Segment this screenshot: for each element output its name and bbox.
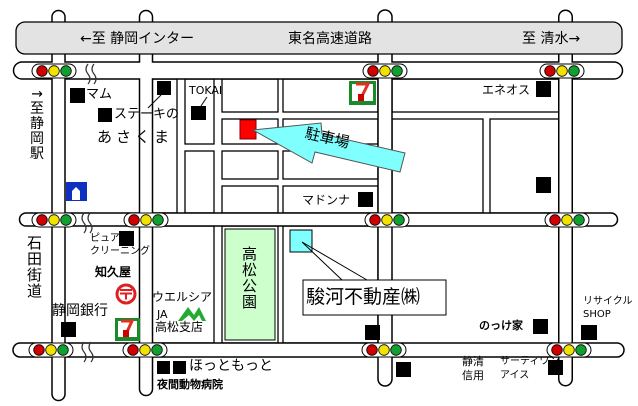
- steak-label-1: ステーキの: [114, 107, 180, 122]
- shizuoka-bank-label: 静岡銀行: [52, 303, 108, 319]
- traffic-light-icon: [122, 342, 168, 358]
- traffic-light-icon: [31, 212, 77, 228]
- tomei-expressway: [15, 21, 623, 55]
- traffic-light-icon: [31, 63, 77, 79]
- chikuya-label: 知久屋: [95, 265, 132, 279]
- seven-eleven-icon: [115, 318, 140, 341]
- pure-cleaning-label-2: クリーニング: [90, 246, 150, 257]
- expressway-right-label: 至 清水→: [522, 31, 581, 47]
- ja-label: JA: [157, 308, 168, 321]
- to-shizuoka-station-label: ↑至静岡駅: [28, 88, 44, 161]
- building-markers: [61, 81, 597, 377]
- nokkeya-label: のっけ家: [479, 319, 523, 332]
- traffic-light-icon: [364, 212, 410, 228]
- shinkin-label-2: 信用: [462, 369, 484, 382]
- leader-lines: [147, 94, 208, 109]
- post-office-icon: [115, 283, 137, 305]
- seven-eleven-icon: [349, 81, 376, 105]
- thirty-one-label-1: サーティワン: [500, 356, 560, 367]
- ishida-kaido-label: 石田街道: [25, 235, 43, 299]
- traffic-light-icon: [362, 63, 408, 79]
- ja-logo-icon: [178, 307, 206, 321]
- traffic-light-icon: [544, 212, 590, 228]
- recycle-shop-label-2: SHOP: [583, 309, 611, 320]
- parking-arrow: [251, 122, 406, 173]
- company-label-box: [302, 279, 447, 316]
- river-icon: [81, 63, 97, 363]
- takamatsu-park-label: 高松公園: [240, 246, 258, 310]
- callout-line: [301, 241, 368, 281]
- city-blocks: [151, 78, 560, 344]
- takamatsu-park: [224, 228, 276, 341]
- tokai-label: TOKAI: [189, 84, 223, 97]
- police-box-icon: [66, 182, 87, 201]
- ja-branch-label: 高松支店: [155, 320, 204, 334]
- mam-label: マム: [86, 87, 113, 102]
- steak-label-2: あさくま: [97, 128, 174, 146]
- madonna-label: マドンナ: [302, 193, 351, 207]
- traffic-light-icon: [123, 212, 169, 228]
- welcia-label: ウエルシア: [152, 290, 213, 304]
- traffic-signals: [28, 63, 592, 358]
- company-label: 駿河不動産㈱: [306, 286, 421, 308]
- expressway-name: 東名高速道路: [288, 31, 372, 47]
- hotto-motto-label: ほっともっと: [189, 358, 273, 374]
- traffic-light-icon: [361, 342, 407, 358]
- recycle-shop-label-1: リサイクル: [583, 296, 633, 307]
- shinkin-label-1: 静清: [462, 355, 484, 368]
- pure-cleaning-label-1: ピュア: [90, 233, 120, 244]
- expressway-left-label: ←至 静岡インター: [80, 31, 195, 47]
- thirty-one-label-2: アイス: [500, 370, 530, 381]
- traffic-light-icon: [28, 342, 74, 358]
- traffic-light-icon: [539, 63, 585, 79]
- traffic-light-icon: [546, 342, 592, 358]
- animal-hospital-label: 夜間動物病院: [157, 378, 223, 391]
- eneos-label: エネオス: [482, 83, 531, 97]
